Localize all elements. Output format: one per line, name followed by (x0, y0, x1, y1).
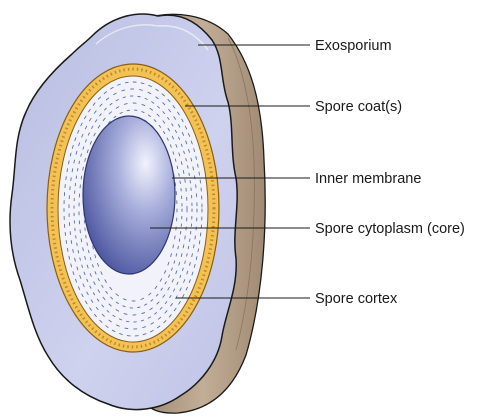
label-spore-coats: Spore coat(s) (315, 99, 402, 115)
label-exosporium: Exosporium (315, 38, 392, 54)
label-cortex: Spore cortex (315, 291, 398, 307)
label-inner-membrane: Inner membrane (315, 171, 421, 187)
label-core: Spore cytoplasm (core) (315, 221, 465, 237)
spore-core (83, 116, 175, 274)
